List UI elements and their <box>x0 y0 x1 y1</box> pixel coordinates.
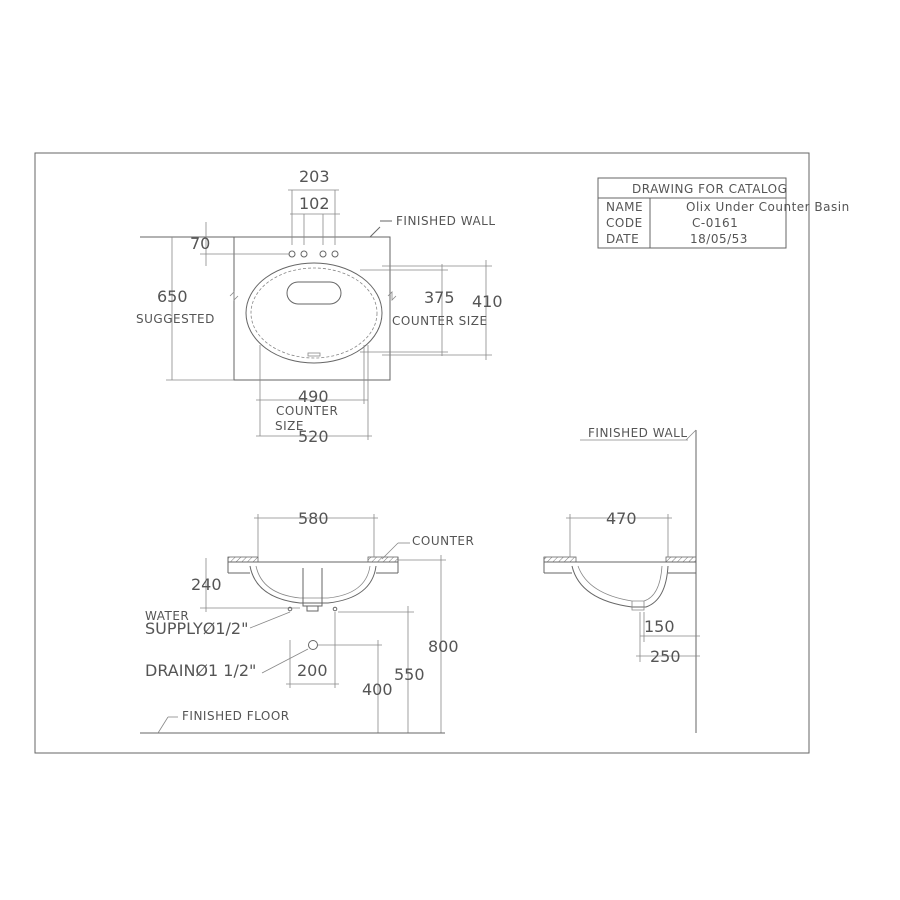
front-counter-label: COUNTER <box>412 534 474 548</box>
plan-counter-size-right: COUNTER SIZE <box>392 314 488 328</box>
title-block-code-value: C-0161 <box>692 216 738 230</box>
dim-200: 200 <box>297 661 328 680</box>
side-view: FINISHED WALL 470 150 250 <box>543 426 700 733</box>
dim-410: 410 <box>472 292 503 311</box>
plan-counter-size-bottom-2: SIZE <box>275 419 304 433</box>
dim-70: 70 <box>190 234 210 253</box>
water-supply-point <box>287 606 293 612</box>
dim-580: 580 <box>298 509 329 528</box>
water-supply-label-2: SUPPLYØ1/2" <box>145 619 248 638</box>
title-block-code-label: CODE <box>606 216 643 230</box>
dim-550: 550 <box>394 665 425 684</box>
title-block-date-label: DATE <box>606 232 639 246</box>
dim-650: 650 <box>157 287 188 306</box>
title-block-name-value: Olix Under Counter Basin <box>686 200 850 214</box>
counter-slab-left <box>227 556 259 563</box>
front-basin-bowl <box>249 565 377 604</box>
dim-150: 150 <box>644 617 675 636</box>
dim-800: 800 <box>428 637 459 656</box>
plan-finished-wall-label: FINISHED WALL <box>396 214 496 228</box>
basin-outer-rim <box>245 262 383 364</box>
plan-suggested-label: SUGGESTED <box>136 312 215 326</box>
dim-490: 490 <box>298 387 329 406</box>
finished-floor-label: FINISHED FLOOR <box>182 709 290 723</box>
drawing-frame <box>34 152 810 754</box>
dim-203: 203 <box>299 167 330 186</box>
side-finished-wall-label: FINISHED WALL <box>588 426 688 440</box>
drain-label: DRAINØ1 1/2" <box>145 661 256 680</box>
water-supply-label-1: WATER <box>145 609 189 623</box>
title-block-heading: DRAWING FOR CATALOG <box>632 182 787 196</box>
dim-102: 102 <box>299 194 330 213</box>
dim-400: 400 <box>362 680 393 699</box>
dim-375: 375 <box>424 288 455 307</box>
plan-counter-size-bottom-1: COUNTER <box>276 404 338 418</box>
side-counter-slab-left <box>543 556 577 563</box>
basin-inner-rim <box>250 267 378 359</box>
plan-view: FINISHED WALL 203 102 70 650 <box>136 167 503 446</box>
front-view: 580 COUNTER 240 WATER SUPPLYØ1/2" DRAINØ… <box>140 509 474 734</box>
dim-520: 520 <box>298 427 329 446</box>
tap-hole <box>300 250 308 258</box>
side-counter-slab-right <box>665 556 697 563</box>
title-block-name-label: NAME <box>606 200 643 214</box>
tap-hole <box>319 250 327 258</box>
counter-outline <box>233 236 391 381</box>
dim-250: 250 <box>650 647 681 666</box>
side-basin-profile <box>571 565 669 608</box>
drain-point <box>308 640 318 650</box>
water-supply-point <box>332 606 338 612</box>
dim-470: 470 <box>606 509 637 528</box>
tap-hole <box>331 250 339 258</box>
title-block: DRAWING FOR CATALOG NAME Olix Under Coun… <box>597 177 850 249</box>
title-block-date-value: 18/05/53 <box>690 232 748 246</box>
overflow-slot <box>286 281 342 305</box>
dim-240: 240 <box>191 575 222 594</box>
